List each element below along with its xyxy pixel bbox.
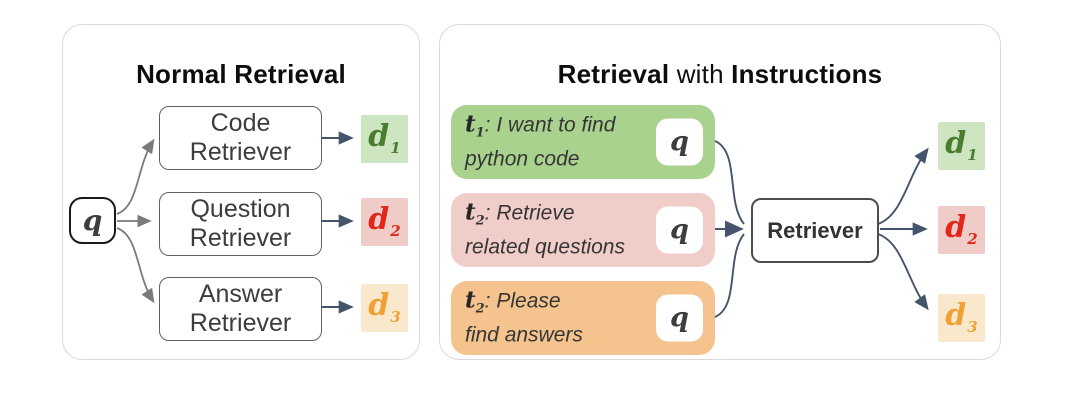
answer-retriever-line2: Retriever xyxy=(189,309,292,337)
doc-d3-left-label: d3 xyxy=(368,288,401,326)
code-retriever-line1: Code xyxy=(210,109,271,137)
retrieval-with-instructions-panel: Retrieval with Instructions t1: I want t… xyxy=(439,24,1001,360)
question-retriever-line2: Retriever xyxy=(189,224,292,252)
doc-d1-left-label: d1 xyxy=(368,119,401,157)
answer-retriever-box: Answer Retriever xyxy=(159,277,322,341)
question-retriever-line1: Question xyxy=(190,195,291,223)
query-node: q xyxy=(69,197,116,244)
code-retriever-box: Code Retriever xyxy=(159,106,322,170)
doc-d2-left-label: d2 xyxy=(368,202,401,240)
doc-d1-right-label: d1 xyxy=(945,126,978,164)
doc-d3-right-label: d3 xyxy=(945,298,978,336)
doc-chip-d3-left: d3 xyxy=(361,284,408,332)
query-chip-1: q xyxy=(656,118,703,166)
query-chip-2: q xyxy=(656,206,703,254)
question-retriever-box: Question Retriever xyxy=(159,192,322,256)
query-label: q xyxy=(82,203,103,237)
query-chip-3: q xyxy=(656,294,703,342)
code-retriever-line2: Retriever xyxy=(189,138,292,166)
doc-chip-d1-right: d1 xyxy=(938,122,985,170)
doc-chip-d2-right: d2 xyxy=(938,206,985,254)
answer-retriever-line1: Answer xyxy=(198,280,283,308)
retrieval-with-instructions-title: Retrieval with Instructions xyxy=(557,58,883,89)
doc-chip-d3-right: d3 xyxy=(938,294,985,342)
doc-chip-d2-left: d2 xyxy=(361,198,408,246)
doc-chip-d1-left: d1 xyxy=(361,115,408,163)
normal-retrieval-panel: Normal Retrieval q Code Retriever Questi… xyxy=(62,24,420,360)
doc-d2-right-label: d2 xyxy=(945,210,978,248)
normal-retrieval-title: Normal Retrieval xyxy=(136,58,346,89)
retriever-box: Retriever xyxy=(751,198,879,263)
